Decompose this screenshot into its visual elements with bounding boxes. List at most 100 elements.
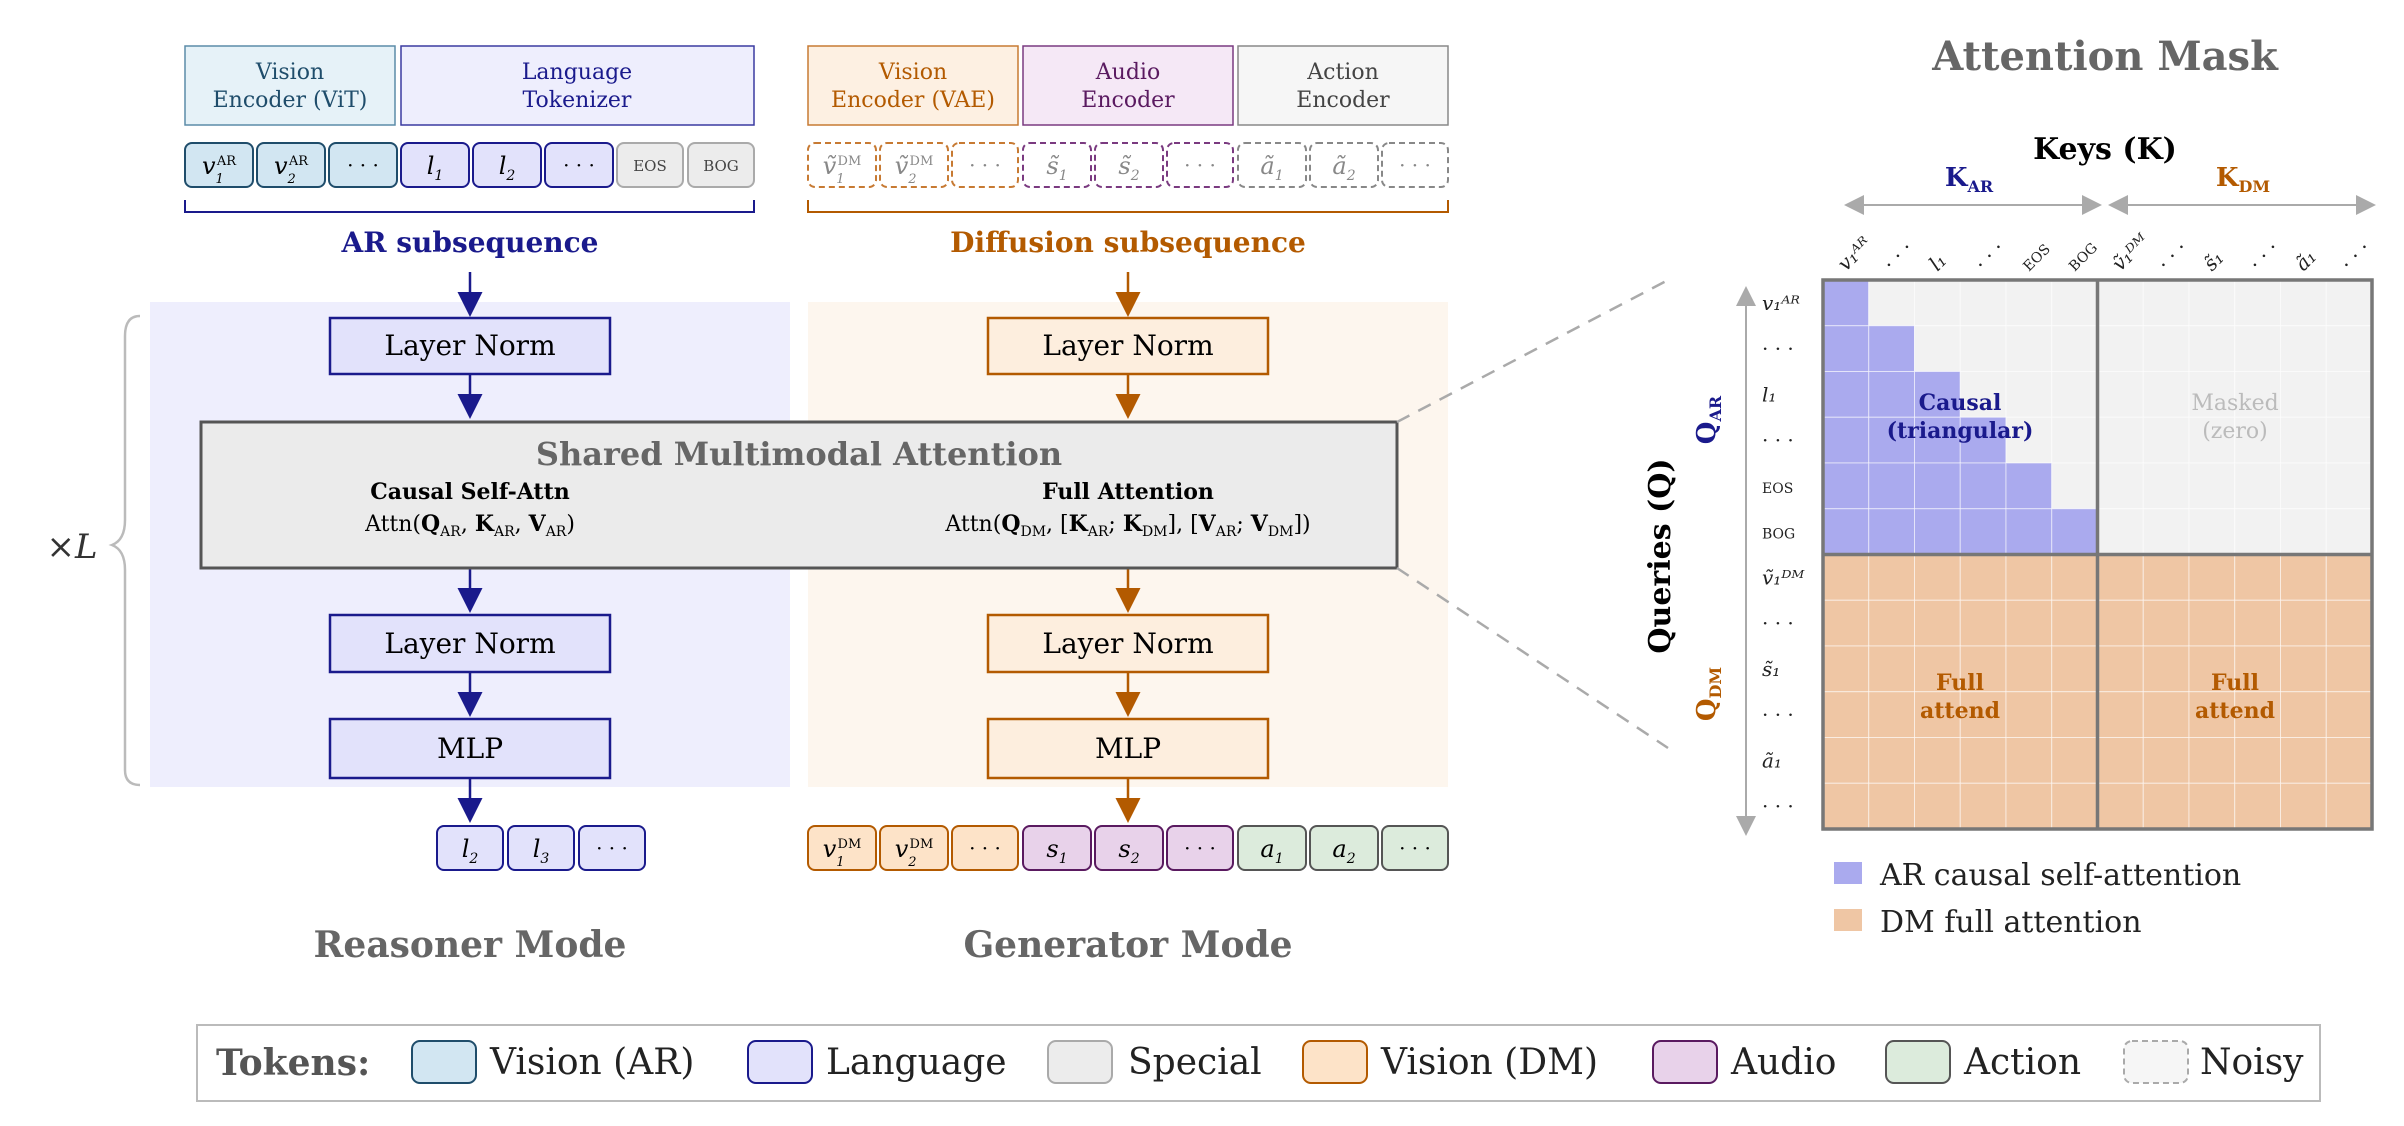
- mask-cell: [2188, 371, 2236, 418]
- mask-cell: [2097, 325, 2144, 372]
- mask-cell: [2188, 279, 2236, 327]
- mask-row-label: BOG: [1762, 527, 1795, 543]
- mask-cell: [1959, 325, 2007, 372]
- mask-cell: [1822, 554, 1870, 601]
- svg-text:· · ·: · · ·: [347, 153, 379, 177]
- mask-col-label: BOG: [2066, 240, 2101, 275]
- full-label-right-1: Full: [2211, 670, 2259, 696]
- mask-cell: [1914, 599, 1961, 647]
- svg-text:EOS: EOS: [633, 157, 667, 175]
- mask-col-label: ṽ₁ᴰᴹ: [2107, 228, 2155, 276]
- mask-cell: [1959, 416, 2007, 464]
- token-vision-ar-2: v2AR: [256, 142, 326, 188]
- mask-cell: [2325, 462, 2373, 510]
- mask-cell: [2234, 508, 2281, 555]
- mask-cell: [2097, 416, 2144, 464]
- mask-cell: [2005, 279, 2053, 327]
- mask-cell: [2234, 371, 2281, 418]
- vision-vae-encoder: Vision Encoder (VAE): [807, 45, 1019, 126]
- zoom-line-top: [1396, 278, 1669, 424]
- mask-cell: [1914, 416, 1961, 464]
- mask-cell: [2097, 782, 2144, 830]
- mask-cell: [2325, 737, 2373, 784]
- mask-cell: [2142, 508, 2190, 555]
- mask-cell: [2280, 737, 2327, 784]
- mask-cell: [2097, 691, 2144, 738]
- mask-cell: [2051, 416, 2098, 464]
- mask-cell: [2280, 691, 2327, 738]
- legend-swatch-noisy: [2123, 1040, 2189, 1084]
- legend-item-vision-ar: Vision (AR): [489, 1042, 694, 1083]
- attention-mask-grid: [1821, 278, 2374, 831]
- mask-cell: [2097, 462, 2144, 510]
- ar-mlp: MLP: [328, 717, 612, 780]
- mask-cell: [1959, 599, 2007, 647]
- mask-cell: [2051, 325, 2098, 372]
- output-audio-dots: · · ·: [1166, 825, 1234, 871]
- mask-cell: [1822, 279, 1870, 327]
- token-language-dots: · · ·: [544, 142, 614, 188]
- mask-cell: [2142, 599, 2190, 647]
- ar-layer-norm-1: Layer Norm: [328, 316, 612, 376]
- q-dm-label: QDM: [1692, 667, 1725, 721]
- mask-cell: [2280, 371, 2327, 418]
- token-language-2: l2: [472, 142, 542, 188]
- mask-cell: [2005, 554, 2053, 601]
- mask-cell: [1868, 508, 1915, 555]
- mask-cell: [1868, 782, 1915, 830]
- mask-cell: [2188, 599, 2236, 647]
- mask-cell: [2005, 416, 2053, 464]
- legend-swatch-vision-ar: [411, 1040, 477, 1084]
- mask-row-label: · · ·: [1762, 611, 1794, 635]
- mask-cell: [2005, 371, 2053, 418]
- mask-cell: [2188, 691, 2236, 738]
- mask-cell: [1868, 371, 1915, 418]
- shared-multimodal-attention: Shared Multimodal Attention Causal Self-…: [199, 420, 1399, 570]
- legend-item-noisy: Noisy: [2200, 1042, 2304, 1083]
- mask-cell: [2325, 508, 2373, 555]
- mask-cell: [1959, 782, 2007, 830]
- mask-cell: [2142, 782, 2190, 830]
- token-vision-ar-1: v1AR: [184, 142, 254, 188]
- full-label-right-2: attend: [2195, 698, 2275, 724]
- token-noisy-vision-dots: · · ·: [951, 142, 1019, 188]
- mask-cell: [2142, 462, 2190, 510]
- repeat-brace: [108, 314, 141, 787]
- mask-cell: [1822, 737, 1870, 784]
- token-noisy-audio-1: s̃1: [1022, 142, 1092, 188]
- mask-col-label: ã₁: [2290, 244, 2321, 275]
- svg-text:Encoder: Encoder: [1296, 88, 1390, 113]
- mask-cell: [2005, 691, 2053, 738]
- legend-swatch-language: [747, 1040, 813, 1084]
- causal-attn-formula: Attn(QAR, KAR, VAR): [364, 511, 575, 540]
- output-language-3: l3: [507, 825, 575, 871]
- legend-dm-swatch: [1834, 909, 1862, 931]
- mask-cell: [2280, 782, 2327, 830]
- svg-text:· · ·: · · ·: [969, 153, 1001, 177]
- masked-label-2: (zero): [2202, 419, 2268, 444]
- mask-cell: [1822, 325, 1870, 372]
- dm-mlp: MLP: [986, 717, 1270, 780]
- causal-self-attn-label: Causal Self-Attn: [370, 479, 569, 505]
- mask-row-label: ṽ₁ᴰᴹ: [1762, 565, 1805, 589]
- mask-cell: [2051, 782, 2098, 830]
- mask-cell: [1822, 782, 1870, 830]
- mask-cell: [1959, 279, 2007, 327]
- mask-cell: [2234, 554, 2281, 601]
- mask-cell: [1959, 508, 2007, 555]
- token-language-1: l1: [400, 142, 470, 188]
- mask-row-label: · · ·: [1762, 428, 1794, 452]
- mask-cell: [2005, 599, 2053, 647]
- token-noisy-vision-1: ṽ1DM: [807, 142, 877, 188]
- mask-cell: [2280, 462, 2327, 510]
- output-language-dots: · · ·: [578, 825, 646, 871]
- mask-cell: [1959, 691, 2007, 738]
- mask-cell: [2097, 371, 2144, 418]
- mask-cell: [2234, 645, 2281, 693]
- zoom-line-bottom: [1396, 566, 1669, 750]
- legend-item-action: Action: [1963, 1042, 2081, 1083]
- mask-cell: [1914, 462, 1961, 510]
- mask-row-label: s̃₁: [1762, 657, 1780, 681]
- dm-layer-norm-2: Layer Norm: [986, 613, 1270, 674]
- token-vision-ar-dots: · · ·: [328, 142, 398, 188]
